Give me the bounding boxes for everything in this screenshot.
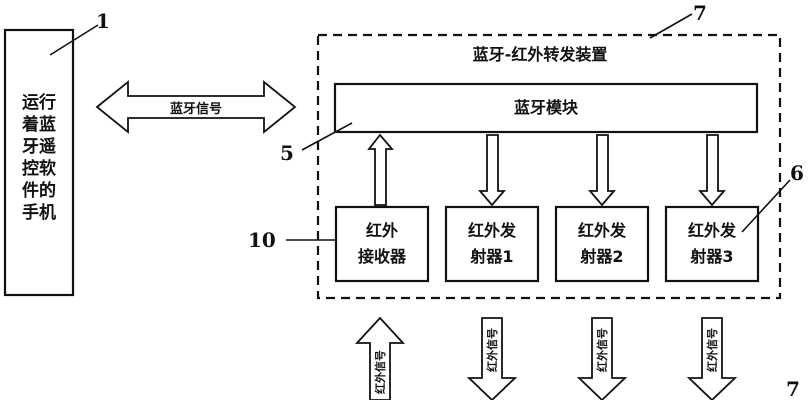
phone-line: 件的 bbox=[22, 180, 56, 201]
ir-emitter-3-line: 红外发 bbox=[688, 221, 737, 240]
ir-receiver-box bbox=[334, 205, 430, 283]
phone-line: 运行 bbox=[22, 92, 56, 113]
bluetooth-module-label: 蓝牙模块 bbox=[514, 98, 579, 117]
ir-emitter-3-line: 射器3 bbox=[689, 247, 733, 266]
ir-signal-out-arrow-2 bbox=[576, 317, 628, 402]
phone-line: 控软 bbox=[22, 158, 56, 179]
module-number-label: 5 bbox=[280, 141, 294, 165]
ir-signal-out-label-2: 红外信号 bbox=[595, 328, 609, 372]
bluetooth-signal-label: 蓝牙信号 bbox=[170, 101, 222, 117]
phone-number-label: 1 bbox=[96, 9, 110, 33]
receiver-to-module-arrow bbox=[367, 133, 394, 206]
ir-emitter-1-box bbox=[444, 205, 540, 283]
corner-number-label: 7 bbox=[786, 377, 800, 400]
bluetooth-module-box bbox=[333, 82, 759, 134]
module-leader-line bbox=[301, 122, 353, 151]
emitter-leader-line bbox=[741, 179, 791, 233]
module-to-emitter2-arrow bbox=[588, 134, 616, 207]
forwarding-device-enclosure bbox=[316, 33, 782, 300]
module-to-emitter3-arrow bbox=[698, 134, 726, 207]
phone-text: 运行 着蓝 牙遥 控软 件的 手机 bbox=[21, 92, 56, 223]
phone-box bbox=[3, 28, 75, 297]
ir-signal-out-arrow-1 bbox=[466, 317, 518, 402]
ir-signal-out-arrow-3 bbox=[686, 317, 738, 402]
ir-signal-in-label: 红外信号 bbox=[373, 350, 387, 394]
device-number-label: 7 bbox=[693, 1, 707, 25]
ir-emitter-2-box bbox=[554, 205, 650, 283]
ir-emitter-2-line: 射器2 bbox=[579, 247, 623, 266]
ir-emitter-1-line: 射器1 bbox=[469, 247, 513, 266]
ir-receiver-line: 红外 bbox=[366, 221, 398, 240]
receiver-number-label: 10 bbox=[248, 228, 276, 252]
ir-emitter-1-line: 红外发 bbox=[468, 221, 517, 240]
emitter-number-label: 6 bbox=[790, 161, 804, 185]
ir-receiver-line: 接收器 bbox=[358, 247, 407, 266]
module-to-emitter1-arrow bbox=[478, 134, 506, 207]
ir-signal-out-label-1: 红外信号 bbox=[485, 328, 499, 372]
ir-emitter-3-box bbox=[664, 205, 760, 283]
device-leader-line bbox=[649, 13, 693, 39]
phone-line: 牙遥 bbox=[22, 136, 56, 157]
device-title: 蓝牙-红外转发装置 bbox=[473, 45, 608, 64]
bluetooth-signal-arrow bbox=[95, 80, 297, 134]
phone-leader-line bbox=[49, 24, 99, 56]
phone-line: 手机 bbox=[22, 202, 56, 223]
ir-signal-out-label-3: 红外信号 bbox=[705, 328, 719, 372]
phone-line: 着蓝 bbox=[21, 114, 56, 135]
ir-emitter-2-line: 红外发 bbox=[578, 221, 627, 240]
